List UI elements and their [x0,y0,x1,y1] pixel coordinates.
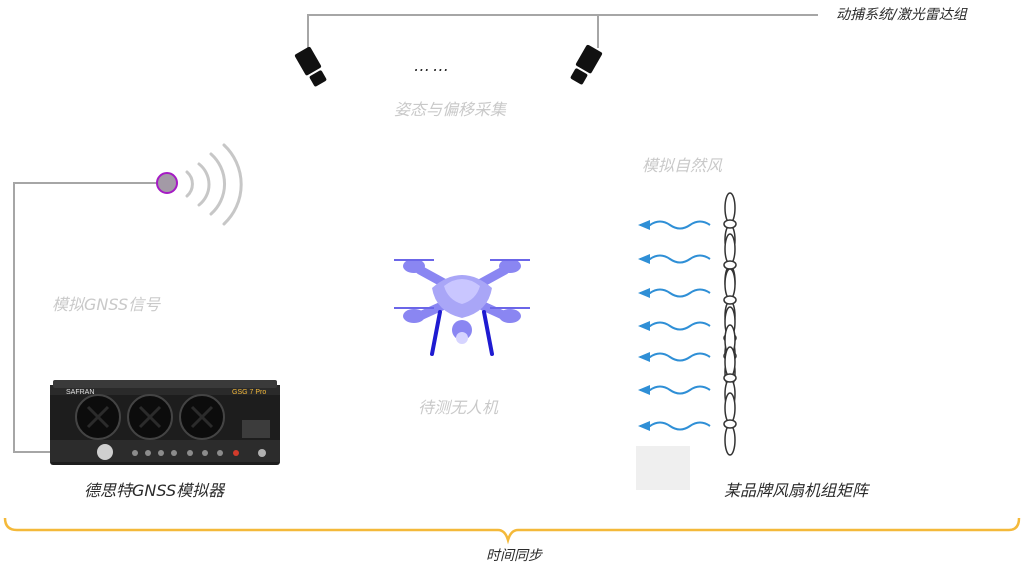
mocap-connection [307,14,818,48]
natural-wind-label: 模拟自然风 [642,156,723,175]
device-brand: SAFRAN [66,389,94,396]
camera-icon-right [570,44,603,85]
wind-arrow [638,254,711,264]
gnss-simulator-device: SAFRAN GSG 7 Pro [50,380,280,465]
wind-arrow [638,385,711,395]
drone-label: 待测无人机 [418,398,499,417]
wind-arrow [638,220,711,230]
mocap-label: 动捕系统/激光雷达组 [836,7,967,23]
wind-arrow [638,288,711,298]
antenna-icon [156,143,243,226]
camera-icon-left [294,46,327,87]
time-sync-label: 时间同步 [486,548,542,564]
device-model: GSG 7 Pro [232,389,266,396]
time-sync-bracket [3,517,1021,545]
wind-arrow [638,321,711,331]
drone-icon [394,259,530,356]
wind-arrows [638,220,711,431]
propeller-column [723,192,737,456]
propeller-icon [723,392,737,456]
wind-arrow [638,421,711,431]
dots-label: …… [414,56,452,75]
wind-arrow [638,352,711,362]
placeholder-box [636,446,690,490]
fan-matrix-label: 某品牌风扇机组矩阵 [724,481,869,500]
simulator-label: 德思特GNSS模拟器 [84,481,225,500]
posture-label: 姿态与偏移采集 [394,100,507,119]
gnss-signal-label: 模拟GNSS信号 [52,295,161,314]
